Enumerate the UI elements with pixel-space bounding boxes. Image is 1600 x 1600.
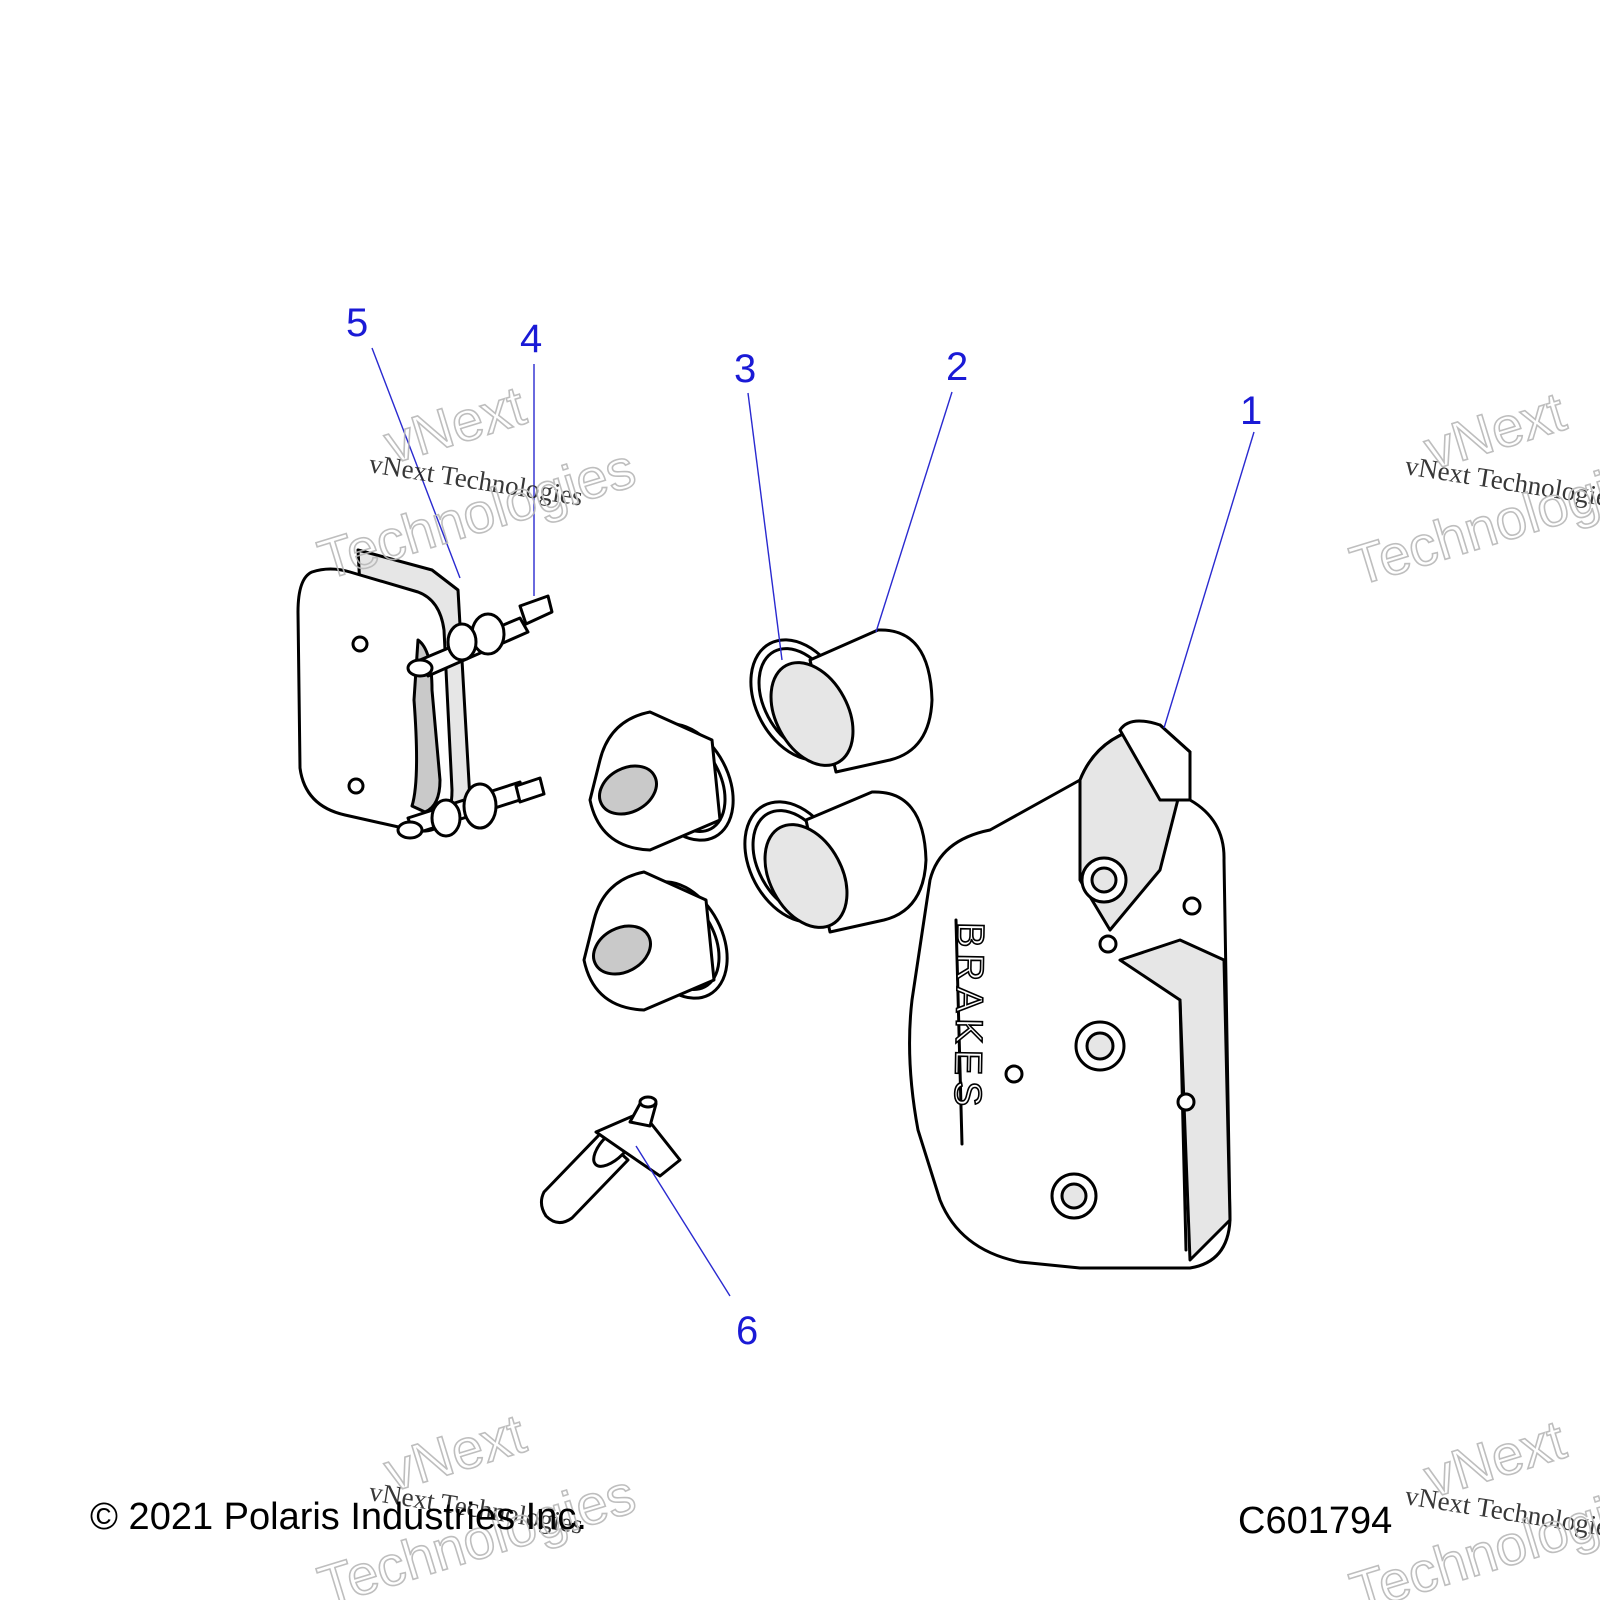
callout-leaders	[371, 347, 1255, 1297]
caliper-body: BRAKES	[908, 719, 1232, 1270]
callout-2: 2	[946, 345, 968, 389]
callout-5: 5	[346, 301, 368, 345]
bleeder-valve	[539, 1095, 682, 1224]
watermark-top-left: vNext Technologies vNext Technologies	[310, 372, 643, 592]
watermark-top-right: vNext Technologies vNext Technologies	[1342, 378, 1600, 598]
drawing-number: C601794	[1238, 1500, 1393, 1542]
callout-1: 1	[1240, 389, 1262, 433]
caliper-brand-stamp: BRAKES	[946, 922, 991, 1113]
svg-text:vNext: vNext	[377, 1401, 533, 1503]
svg-text:Technologies: Technologies	[311, 436, 642, 592]
callout-4: 4	[520, 317, 542, 361]
callout-6: 6	[736, 1309, 758, 1353]
copyright-notice: © 2021 Polaris Industries Inc.	[90, 1496, 587, 1538]
callout-labels: 1 2 3 4 5 6	[346, 301, 1262, 1353]
brake-pad-assembly	[296, 548, 554, 840]
caliper-pistons	[582, 628, 934, 1012]
callout-3: 3	[734, 347, 756, 391]
svg-text:vNext: vNext	[377, 373, 533, 475]
